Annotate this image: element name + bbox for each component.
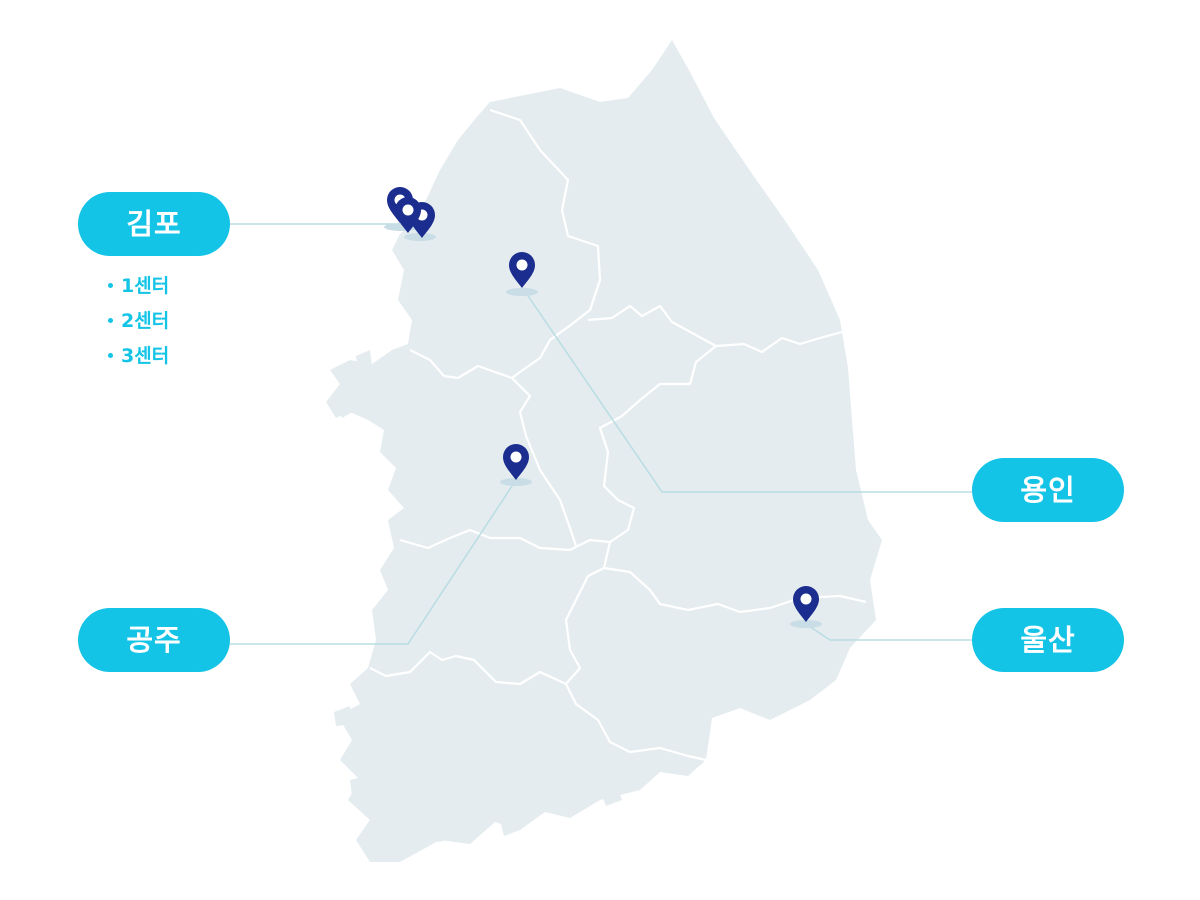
border-line [511,377,578,547]
leader-line-ulsan [805,623,972,641]
mainland-shape [326,40,882,862]
island [336,392,356,418]
location-label-text: 김포 [126,206,182,241]
border-line [489,108,602,379]
location-label-text: 울산 [1020,622,1076,657]
island [356,350,372,368]
location-label-gimpo[interactable]: 김포 [78,192,230,256]
map-pin-icon[interactable] [509,252,535,288]
map-pins [387,187,819,622]
location-label-text: 공주 [126,622,182,657]
marker-shadow [404,233,436,241]
map-pin-icon[interactable] [793,586,819,622]
list-item: 1센터 [108,268,169,303]
island [350,776,368,796]
center-name: 3센터 [121,344,170,367]
bullet-dot [108,318,113,323]
leader-line-yongin [523,289,972,493]
center-name: 1센터 [121,274,170,297]
border-line [565,683,707,762]
location-label-yongin[interactable]: 용인 [972,458,1124,522]
list-item: 2센터 [108,303,169,338]
island [434,820,456,842]
border-line [409,349,513,380]
peninsula-land [326,40,882,862]
marker-shadow [506,288,538,296]
province-borders [369,108,867,762]
border-line [598,345,717,543]
location-label-text: 용인 [1020,472,1076,507]
bullet-dot [108,283,113,288]
island [600,782,622,806]
island [500,812,520,836]
leader-lines [230,223,972,645]
island [334,706,352,726]
bullet-dot [108,353,113,358]
location-label-ulsan[interactable]: 울산 [972,608,1124,672]
location-label-gongju[interactable]: 공주 [78,608,230,672]
island [418,298,436,318]
center-name: 2센터 [121,309,170,332]
list-item: 3센터 [108,338,169,373]
marker-shadow [500,478,532,486]
border-line [587,304,843,354]
leader-line-gongju [230,479,517,645]
island [556,752,580,776]
map-pin-icon[interactable] [503,444,529,480]
gimpo-center-list: 1센터 2센터 3센터 [108,268,169,373]
map-pin-icon[interactable] [395,197,421,233]
marker-shadow [790,620,822,628]
border-line [399,528,612,569]
border-line [369,567,605,686]
